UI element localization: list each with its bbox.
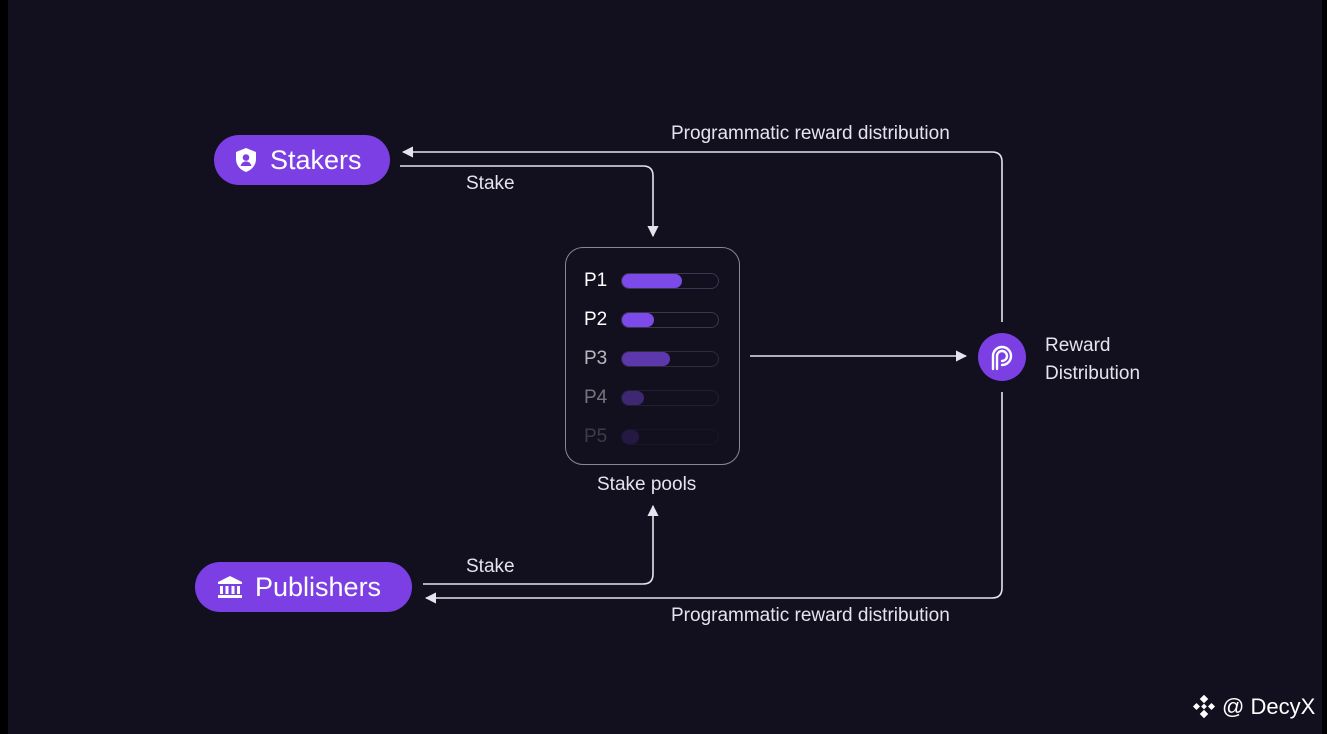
reward-distribution-line2: Distribution [1045, 363, 1141, 384]
pool-name: P4 [584, 387, 608, 408]
connector-lines [400, 146, 1003, 604]
reward-distribution-line1: Reward [1045, 335, 1111, 356]
watermark: @ DecyX [1192, 694, 1315, 720]
stakers-label: Stakers [270, 144, 362, 175]
bank-icon [217, 575, 243, 599]
publishers-node: Publishers [195, 562, 412, 612]
pool-name: P3 [584, 348, 608, 369]
pool-bar-track [621, 351, 719, 367]
pool-bar-fill [622, 313, 654, 327]
stakers-stake-label: Stake [466, 173, 515, 194]
publishers-stake-label: Stake [466, 556, 515, 577]
pool-bar-track [621, 273, 719, 289]
stakers-node: Stakers [214, 135, 390, 185]
pool-bar-track [621, 429, 719, 445]
pool-row-p5: P5 [584, 426, 719, 447]
publishers-label: Publishers [255, 571, 382, 602]
edge-publishers-to-pools [423, 504, 659, 585]
shield-user-icon [234, 147, 258, 173]
pool-bar-fill [622, 430, 640, 444]
reward-distribution-label: Reward Distribution [1045, 332, 1140, 388]
pyth-logo-icon [978, 333, 1026, 381]
watermark-text: @ DecyX [1222, 694, 1316, 719]
diagram-canvas: Stakers Publishers Stake Stake Programma… [8, 0, 1322, 734]
pool-name: P2 [584, 309, 608, 330]
pool-bar-fill [622, 391, 645, 405]
pool-bar-fill [622, 352, 670, 366]
pool-bar-track [621, 312, 719, 328]
pool-row-p2: P2 [584, 309, 719, 330]
edge-reward-to-stakers [401, 146, 1003, 322]
pool-row-p3: P3 [584, 348, 719, 369]
pool-bar-fill [622, 274, 683, 288]
pool-row-p4: P4 [584, 387, 719, 408]
edge-stakers-to-pools [400, 165, 659, 238]
edge-reward-to-publishers [424, 392, 1003, 604]
reward-to-stakers-label: Programmatic reward distribution [671, 123, 950, 144]
pool-name: P1 [584, 270, 608, 291]
stake-pools-label: Stake pools [597, 474, 697, 495]
reward-to-publishers-label: Programmatic reward distribution [671, 605, 950, 626]
pool-row-p1: P1 [584, 270, 719, 291]
pool-name: P5 [584, 426, 608, 447]
pool-bar-track [621, 390, 719, 406]
binance-logo-icon [1192, 695, 1216, 719]
